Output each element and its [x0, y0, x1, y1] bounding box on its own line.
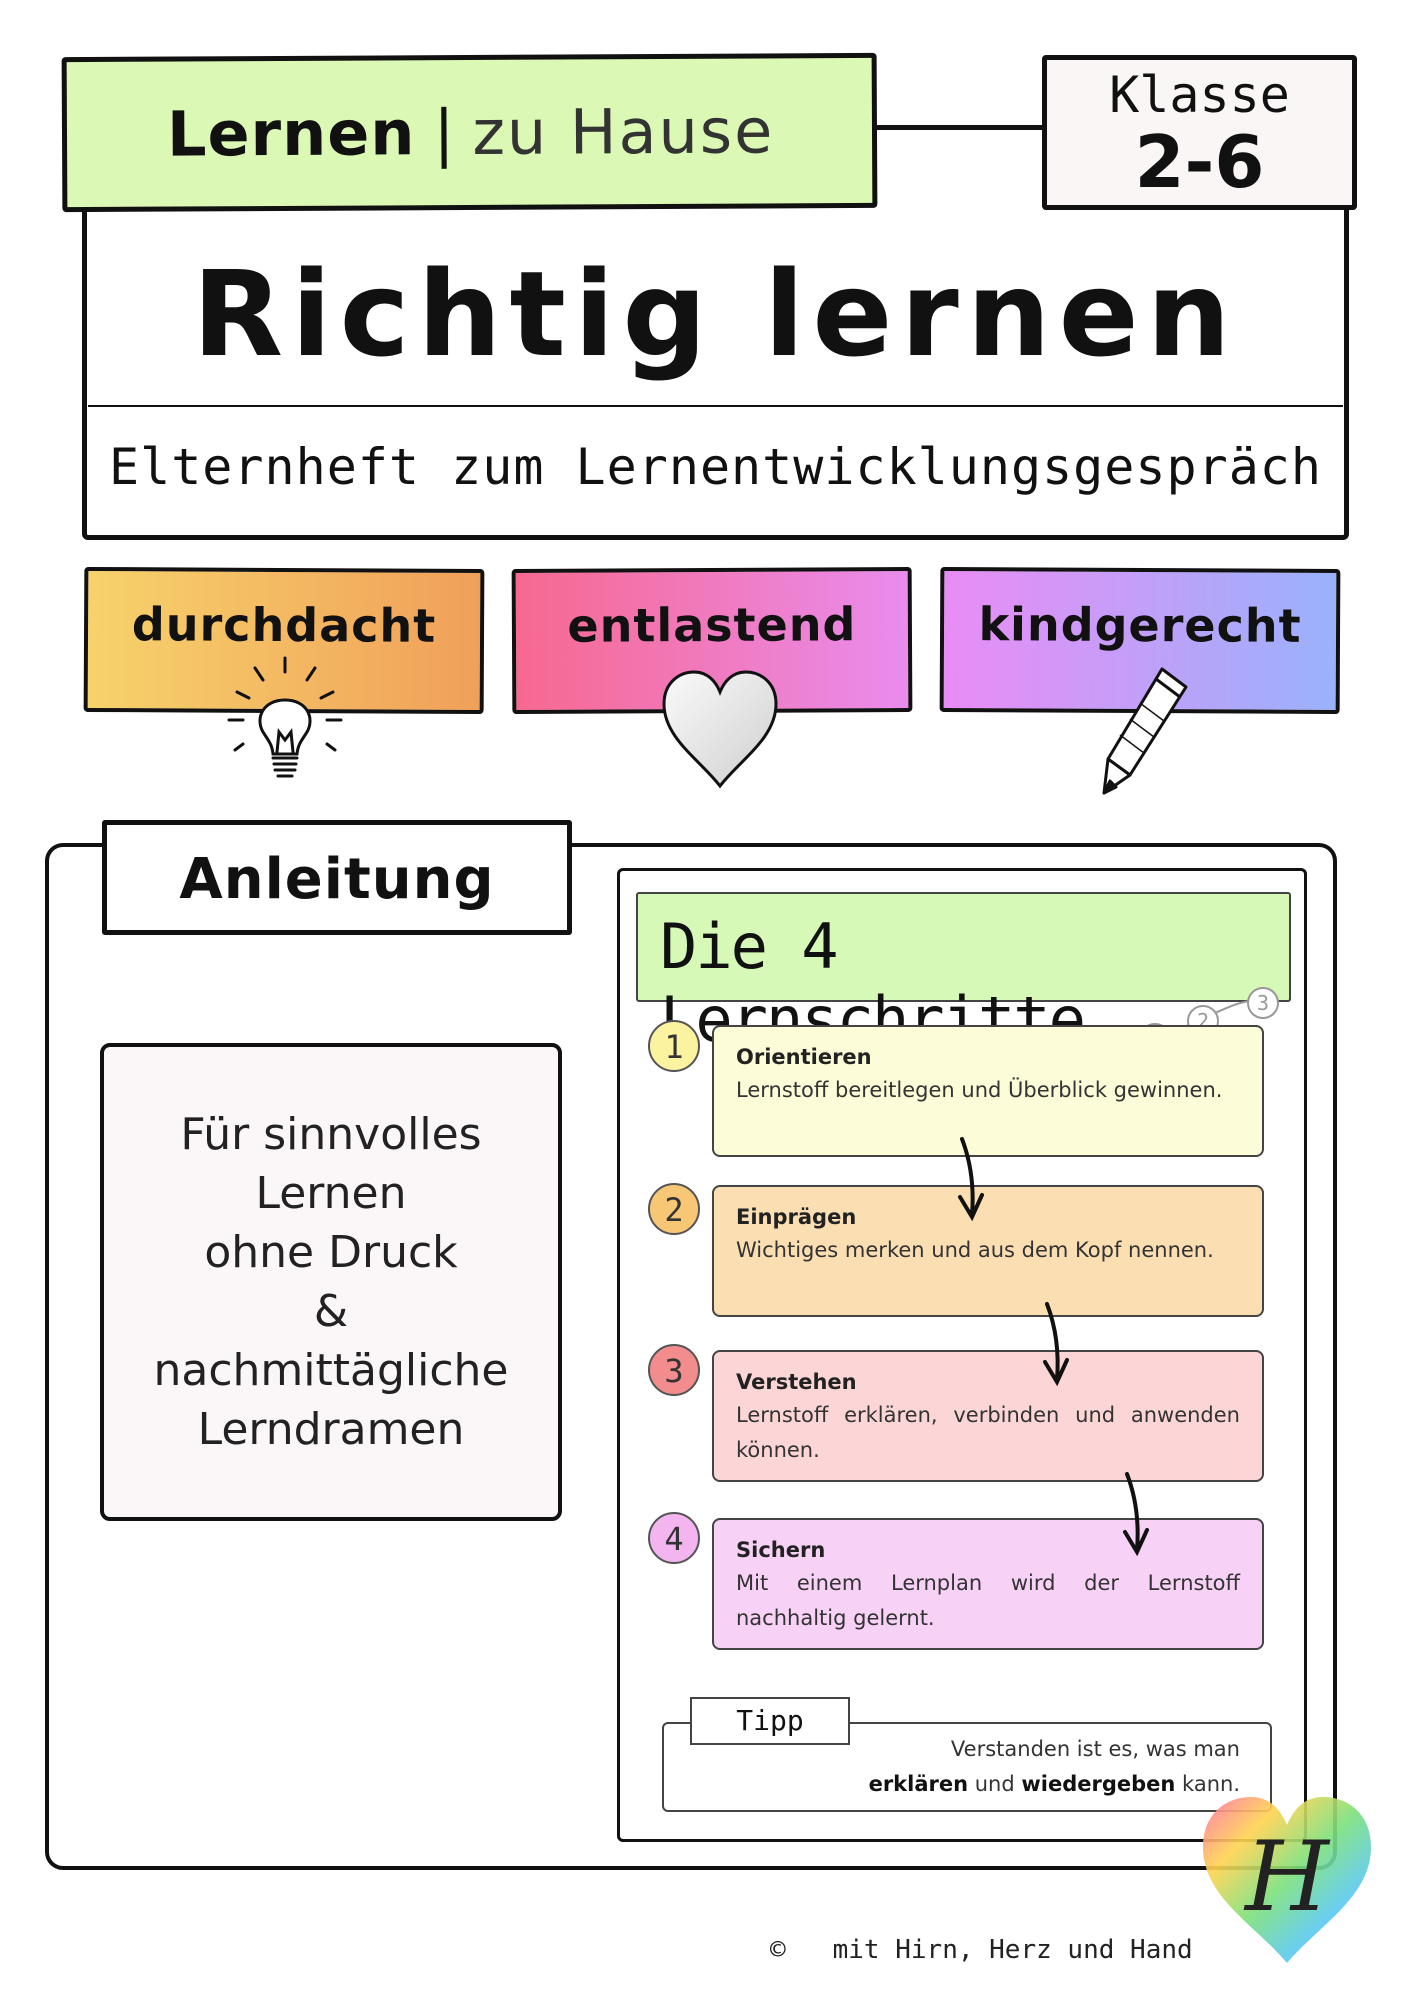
page-title: Richtig lernen — [192, 245, 1239, 383]
arrow-down-icon — [1123, 1472, 1149, 1557]
tip-text-line-2: erklären und wiedergeben kann. — [800, 1767, 1240, 1802]
series-subtitle: zu Hause — [472, 94, 775, 169]
pencil-icon — [1102, 667, 1188, 795]
tip-end: kann. — [1175, 1772, 1240, 1796]
note-line: ohne Druck — [204, 1227, 458, 1278]
instructions-heading: Anleitung — [179, 847, 495, 912]
title-divider — [88, 405, 1343, 407]
copyright-notice: © mit Hirn, Herz und Hand — [770, 1935, 1193, 1965]
step-name: Orientieren — [736, 1045, 872, 1069]
copyright-symbol: © — [770, 1935, 786, 1965]
note-line: Für sinnvolles — [180, 1109, 482, 1160]
step-einpraegen: Einprägen Wichtiges merken und aus dem K… — [712, 1185, 1264, 1317]
series-banner: Lernen | zu Hause — [61, 52, 878, 213]
series-separator: | — [433, 96, 455, 170]
tip-bold-2: wiedergeben — [1021, 1772, 1176, 1796]
step-description: Lernstoff erklären, verbinden und anwend… — [736, 1403, 1240, 1462]
note-line: Lerndramen — [197, 1404, 465, 1455]
tip-mid: und — [968, 1772, 1022, 1796]
purpose-note: Für sinnvolles Lernen ohne Druck & nachm… — [100, 1043, 562, 1521]
grade-label: Klasse — [1109, 66, 1290, 124]
tip-label: Tipp — [690, 1697, 850, 1745]
instructions-heading-box: Anleitung — [102, 820, 572, 935]
step-orientieren: Orientieren Lernstoff bereitlegen und Üb… — [712, 1025, 1264, 1157]
mini-step-number: 3 — [1257, 991, 1269, 1015]
tip-text-line-1: Verstanden ist es, was man — [950, 1737, 1240, 1761]
step-number-4: 4 — [648, 1512, 700, 1564]
step-name: Sichern — [736, 1538, 826, 1562]
badge-label: kindgerecht — [978, 597, 1302, 653]
page-subtitle: Elternheft zum Lernentwicklungsgespräch — [109, 438, 1322, 496]
badge-label: entlastend — [567, 597, 857, 653]
grade-badge: Klasse 2-6 — [1042, 55, 1357, 210]
brand-logo-heart: H — [1203, 1797, 1371, 1963]
step-description: Mit einem Lernplan wird der Lernstoff na… — [736, 1571, 1240, 1630]
arrow-down-icon — [1043, 1302, 1069, 1387]
step-number-2: 2 — [648, 1183, 700, 1235]
series-title: Lernen — [166, 96, 416, 171]
grade-value: 2-6 — [1134, 120, 1265, 204]
step-sichern: Sichern Mit einem Lernplan wird der Lern… — [712, 1518, 1264, 1650]
heart-icon — [662, 670, 778, 789]
tip-bold-1: erklären — [868, 1772, 969, 1796]
tip-box — [662, 1722, 1272, 1812]
lightbulb-icon — [227, 656, 343, 778]
step-name: Verstehen — [736, 1370, 857, 1394]
copyright-text: mit Hirn, Herz und Hand — [832, 1935, 1193, 1965]
logo-letter: H — [1243, 1821, 1331, 1933]
step-description: Lernstoff bereitlegen und Überblick gewi… — [736, 1078, 1223, 1102]
badge-label: durchdacht — [131, 597, 437, 653]
step-description: Wichtiges merken und aus dem Kopf nennen… — [736, 1238, 1214, 1262]
step-number-1: 1 — [648, 1020, 700, 1072]
tip-text: Verstanden ist es, was man erklären und … — [800, 1732, 1240, 1802]
connector-line — [877, 125, 1042, 130]
note-line: Lernen — [255, 1168, 407, 1219]
note-line: nachmittägliche — [153, 1345, 509, 1396]
step-name: Einprägen — [736, 1205, 857, 1229]
arrow-down-icon — [958, 1137, 984, 1222]
instructions-frame — [45, 843, 1337, 1870]
step-number-3: 3 — [648, 1344, 700, 1396]
title-frame — [82, 210, 1349, 540]
step-verstehen: Verstehen Lernstoff erklären, verbinden … — [712, 1350, 1264, 1482]
note-line: & — [313, 1286, 349, 1337]
